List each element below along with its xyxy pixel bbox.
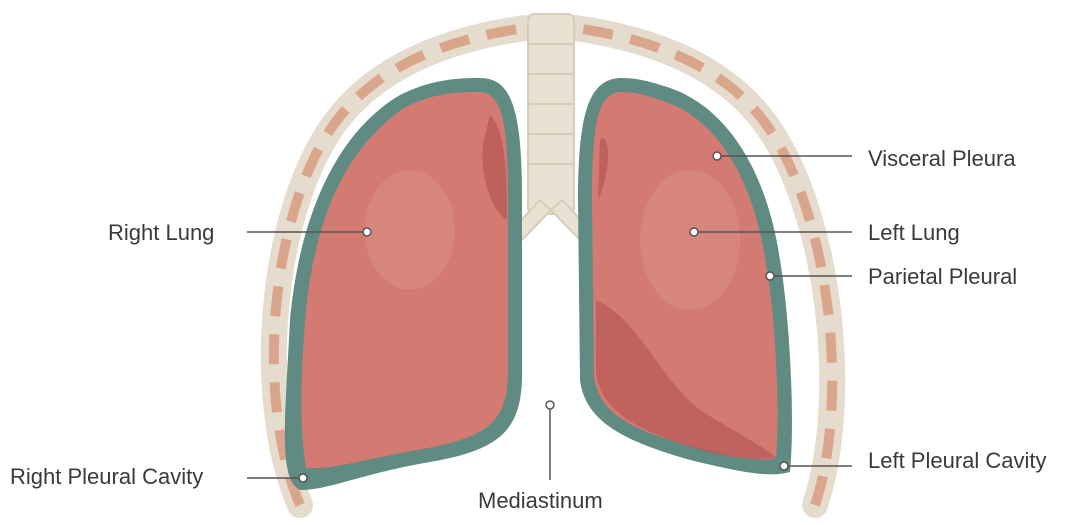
dot-mediastinum bbox=[546, 401, 554, 409]
label-left-pleural-cavity: Left Pleural Cavity bbox=[868, 448, 1047, 474]
dot-visceral-pleura bbox=[713, 152, 721, 160]
label-mediastinum: Mediastinum bbox=[478, 488, 603, 514]
label-right-lung: Right Lung bbox=[108, 220, 214, 246]
dot-left-lung bbox=[690, 228, 698, 236]
dot-parietal-pleural bbox=[766, 272, 774, 280]
dot-right-pleural-cavity bbox=[299, 474, 307, 482]
dot-right-lung bbox=[363, 228, 371, 236]
label-visceral-pleura: Visceral Pleura bbox=[868, 146, 1016, 172]
dot-left-pleural-cavity bbox=[780, 462, 788, 470]
label-right-pleural-cavity: Right Pleural Cavity bbox=[10, 464, 203, 490]
label-left-lung: Left Lung bbox=[868, 220, 960, 246]
label-parietal-pleural: Parietal Pleural bbox=[868, 264, 1017, 290]
